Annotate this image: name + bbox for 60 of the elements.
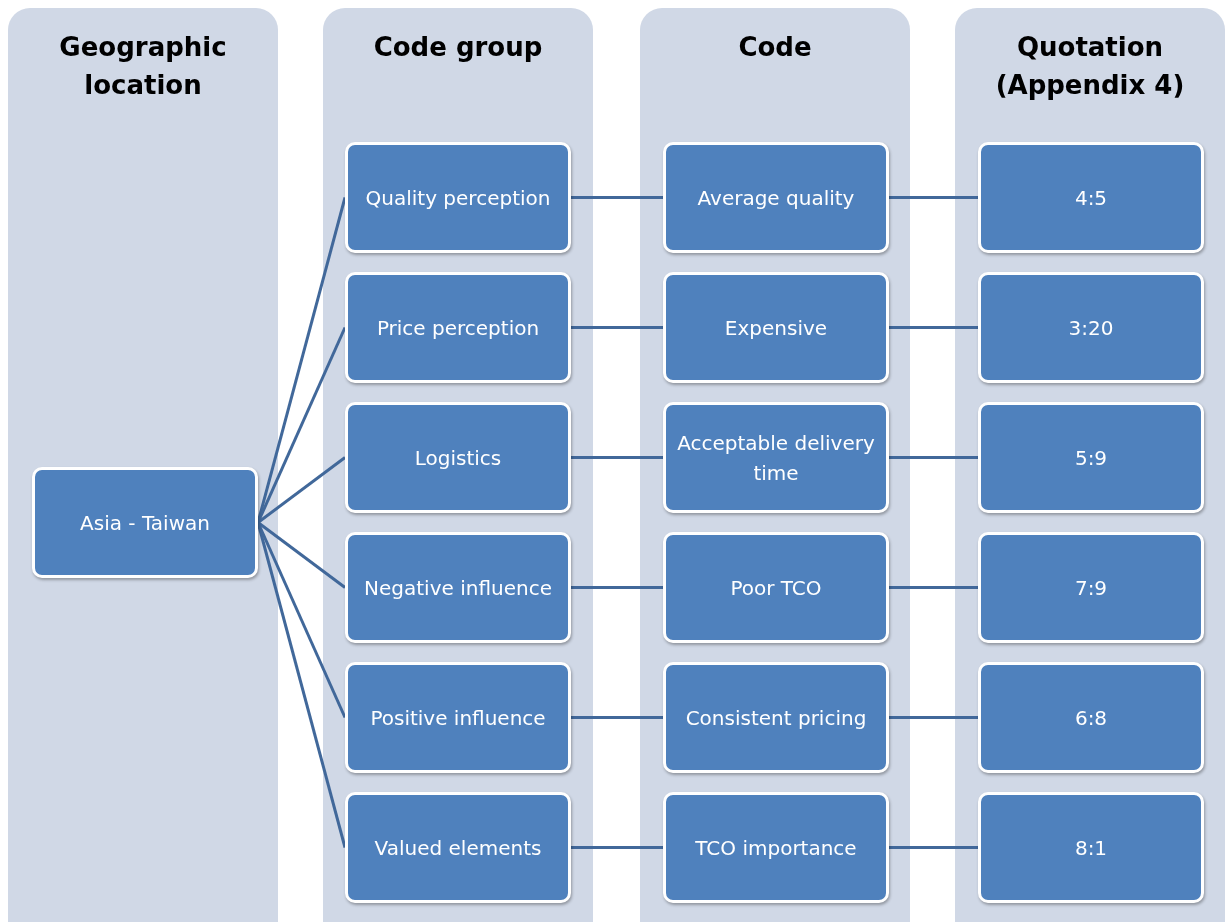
column-heading: Quotation (Appendix 4) (994, 31, 1186, 102)
category-box (978, 662, 1204, 773)
box-label: Quality perception (364, 184, 552, 212)
column-panel (955, 8, 1225, 922)
box-label: 6:8 (1073, 704, 1109, 732)
box-label: Asia - Taiwan (79, 509, 211, 537)
category-box (345, 272, 571, 383)
category-box (345, 402, 571, 513)
category-box (345, 792, 571, 903)
connector-line (571, 326, 663, 329)
connector-line (257, 521, 346, 589)
category-box (663, 662, 889, 773)
category-box (978, 402, 1204, 513)
connector-line (889, 196, 978, 199)
box-label: 7:9 (1073, 574, 1109, 602)
box-label: TCO importance (694, 834, 858, 862)
category-box (663, 142, 889, 253)
connector-line (571, 586, 663, 589)
category-box (663, 792, 889, 903)
connector-line (571, 196, 663, 199)
box-label: Price perception (375, 314, 541, 342)
column-heading: Code (737, 31, 813, 64)
category-box (978, 142, 1204, 253)
category-box (345, 662, 571, 773)
box-label: 3:20 (1067, 314, 1115, 342)
column-panel (8, 8, 278, 922)
box-label: Consistent pricing (684, 704, 868, 732)
connector-line (889, 846, 978, 849)
connector-line (571, 716, 663, 719)
box-label: 4:5 (1073, 184, 1109, 212)
category-box (978, 532, 1204, 643)
column-heading: Geographic location (58, 31, 228, 102)
category-box (978, 792, 1204, 903)
box-label: Poor TCO (729, 574, 823, 602)
category-box (663, 532, 889, 643)
connector-line (571, 846, 663, 849)
box-label: Average quality (696, 184, 856, 212)
category-box (663, 272, 889, 383)
category-box (978, 272, 1204, 383)
category-box (345, 532, 571, 643)
box-label: 5:9 (1073, 444, 1109, 472)
connector-line (889, 586, 978, 589)
box-label: Expensive (723, 314, 829, 342)
box-label: 8:1 (1073, 834, 1109, 862)
connector-line (571, 456, 663, 459)
column-panel (640, 8, 910, 922)
column-heading: Code group (372, 31, 544, 64)
box-label: Positive influence (369, 704, 547, 732)
connector-line (889, 456, 978, 459)
box-label: Acceptable delivery time (676, 429, 876, 487)
connector-line (889, 716, 978, 719)
column-panel (323, 8, 593, 922)
connector-line (257, 456, 346, 524)
connector-line (889, 326, 978, 329)
category-box (345, 142, 571, 253)
box-label: Negative influence (363, 574, 553, 602)
box-label: Valued elements (373, 834, 543, 862)
box-label: Logistics (413, 444, 503, 472)
category-box (32, 467, 258, 578)
category-box (663, 402, 889, 513)
